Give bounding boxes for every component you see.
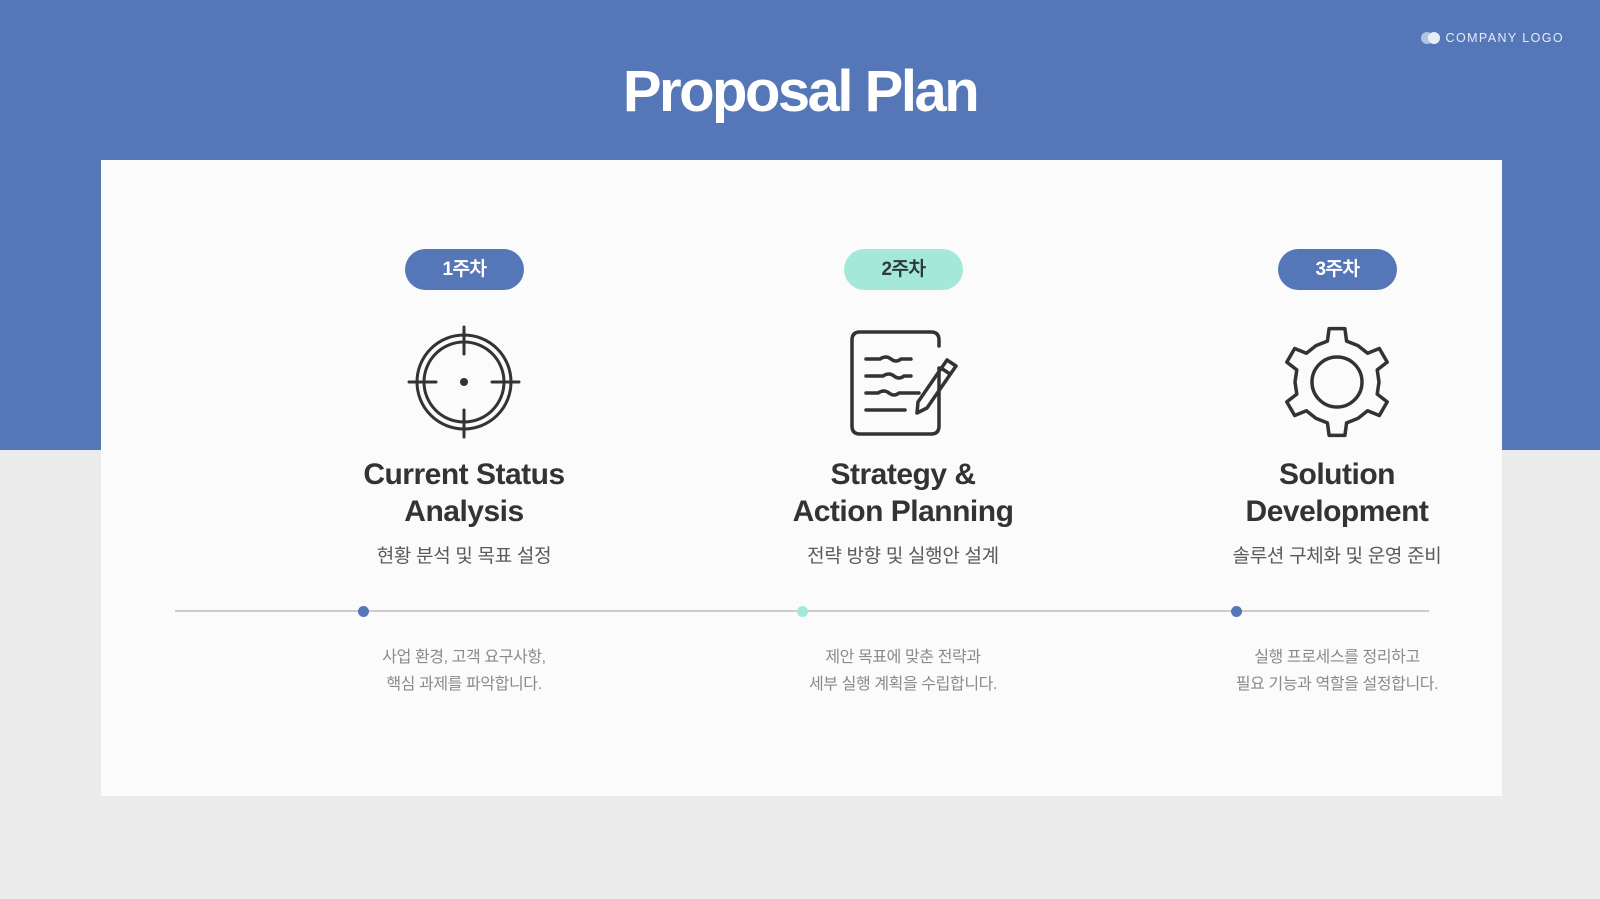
step-1: 1주차 Current Status Analysis 현황 분석 및 목표 설… (244, 160, 684, 796)
description-line-1: 제안 목표에 맞춘 전략과 (825, 649, 981, 666)
timeline-dot-1 (358, 606, 369, 617)
heading-line-2: Action Planning (792, 495, 1014, 528)
content-card: 1주차 Current Status Analysis 현황 분석 및 목표 설… (101, 160, 1502, 796)
heading-line-1: Strategy & (830, 458, 976, 491)
description-line-2: 필요 기능과 역할을 설정합니다. (1235, 676, 1439, 693)
company-logo: COMPANY LOGO (1420, 31, 1564, 45)
step-heading: Solution Development (1117, 456, 1557, 530)
heading-line-2: Analysis (404, 495, 524, 528)
week-badge: 3주차 (1278, 249, 1397, 290)
page-title: Proposal Plan (622, 59, 980, 124)
step-description: 실행 프로세스를 정리하고 필요 기능과 역할을 설정합니다. (1117, 644, 1557, 698)
document-edit-icon (850, 330, 958, 436)
description-line-2: 핵심 과제를 파악합니다. (386, 676, 542, 693)
step-subtitle: 솔루션 구체화 및 운영 준비 (1232, 546, 1442, 567)
week-badge: 2주차 (844, 249, 963, 290)
description-line-2: 세부 실행 계획을 수립합니다. (808, 676, 998, 693)
timeline-dot-2 (797, 606, 808, 617)
description-line-1: 실행 프로세스를 정리하고 (1254, 649, 1420, 666)
logo-mark-icon (1420, 32, 1440, 44)
target-crosshair-icon (407, 325, 521, 439)
heading-line-2: Development (1245, 495, 1429, 528)
step-description: 제안 목표에 맞춘 전략과 세부 실행 계획을 수립합니다. (683, 644, 1123, 698)
step-subtitle: 전략 방향 및 실행안 설계 (807, 546, 999, 567)
step-2: 2주차 Strategy & Action Planning 전략 방향 및 실… (683, 160, 1123, 796)
step-subtitle: 현황 분석 및 목표 설정 (376, 546, 552, 567)
step-heading: Current Status Analysis (244, 456, 684, 530)
step-heading: Strategy & Action Planning (683, 456, 1123, 530)
heading-line-1: Current Status (363, 458, 565, 491)
step-3: 3주차 Solution Development 솔루션 구체화 및 운영 준비… (1117, 160, 1557, 796)
description-line-1: 사업 환경, 고객 요구사항, (382, 649, 546, 666)
heading-line-1: Solution (1279, 458, 1395, 491)
timeline-dot-3 (1231, 606, 1242, 617)
step-description: 사업 환경, 고객 요구사항, 핵심 과제를 파악합니다. (244, 644, 684, 698)
gear-icon (1285, 326, 1389, 438)
week-badge: 1주차 (405, 249, 524, 290)
logo-text: COMPANY LOGO (1445, 31, 1564, 45)
